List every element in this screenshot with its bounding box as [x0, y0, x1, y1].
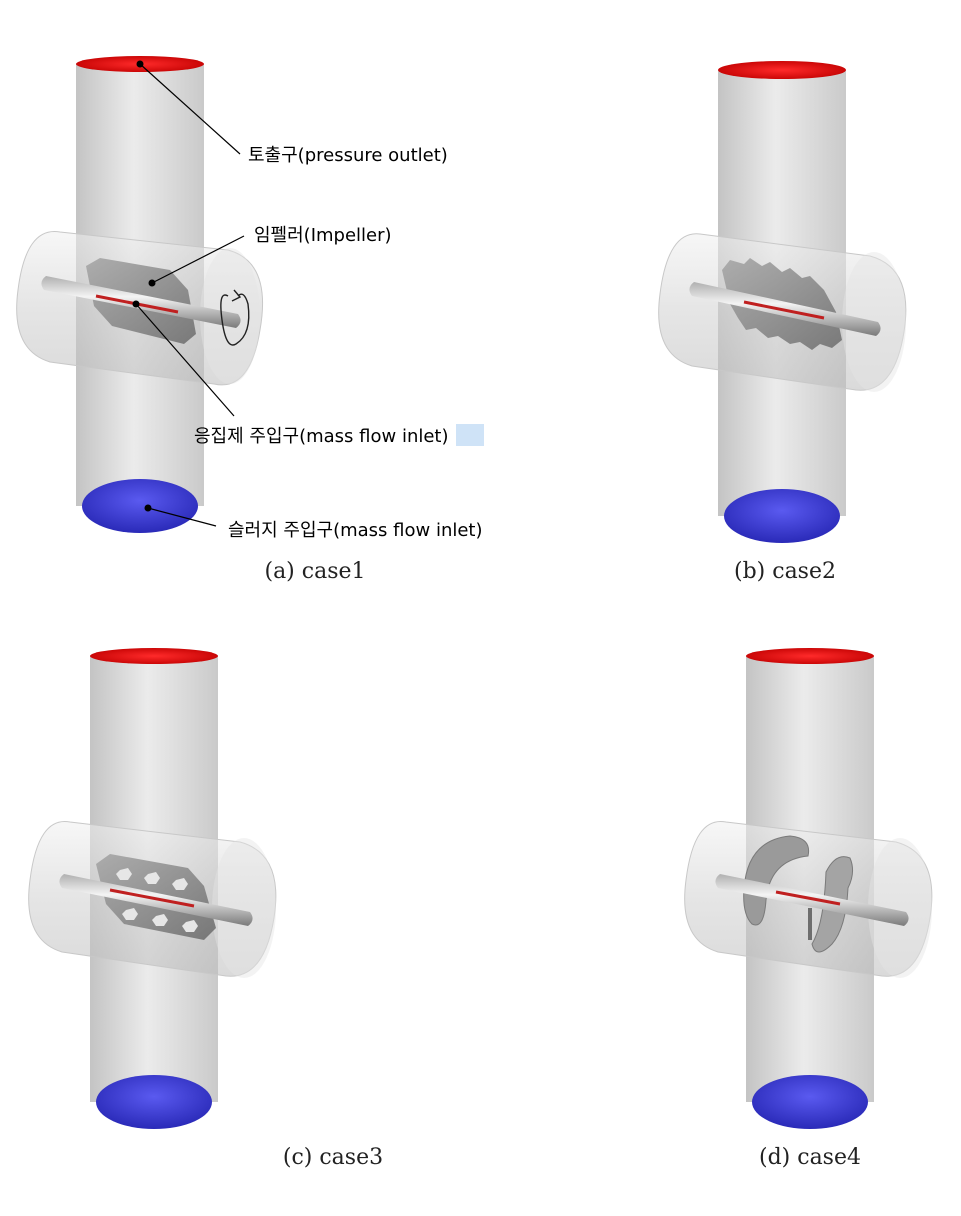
caption-d: (d) case4	[759, 1145, 861, 1170]
panel-case2: (b) case2	[658, 61, 907, 584]
text-selection-highlight	[456, 424, 484, 446]
leader-dot-impeller	[148, 279, 156, 287]
sludge-inlet-cap	[82, 479, 198, 533]
coagulant-line	[743, 300, 825, 320]
panel-case4: (d) case4	[684, 648, 933, 1170]
panel-case1: 토출구(pressure outlet) 임펠러(Impeller) 응집제 주…	[16, 56, 484, 584]
sludge-inlet-cap	[752, 1075, 868, 1129]
sludge-inlet-cap	[724, 489, 840, 543]
helical-blade-left	[743, 835, 810, 926]
label-impeller: 임펠러(Impeller)	[254, 225, 392, 246]
pressure-outlet-cap	[718, 61, 846, 79]
chamber-end-right	[212, 838, 276, 978]
pressure-outlet-cap	[746, 648, 874, 664]
panel-case3: (c) case3	[28, 648, 383, 1170]
leader-outlet	[139, 63, 241, 155]
blade-holes	[116, 868, 198, 932]
rotation-arrowhead	[231, 289, 242, 302]
label-coagulant-inlet: 응집제 주입구(mass flow inlet)	[194, 426, 449, 447]
sludge-inlet-cap	[96, 1075, 212, 1129]
caption-c: (c) case3	[283, 1145, 383, 1170]
coagulant-line	[109, 888, 195, 908]
caption-b: (b) case2	[734, 559, 836, 584]
impeller-shaft	[41, 276, 241, 328]
rotation-arrow	[220, 293, 250, 346]
label-sludge-inlet: 슬러지 주입구(mass flow inlet)	[228, 520, 483, 541]
chamber-end-right	[868, 838, 932, 978]
pressure-outlet-cap	[90, 648, 218, 664]
label-outlet: 토출구(pressure outlet)	[248, 145, 448, 166]
coagulant-line	[775, 890, 841, 906]
leader-dot-outlet	[136, 60, 144, 68]
leader-coagulant	[135, 303, 235, 417]
caption-a: (a) case1	[264, 559, 365, 584]
leader-dot-sludge	[144, 504, 152, 512]
blade-strut	[808, 908, 812, 940]
leader-sludge	[147, 507, 217, 527]
leader-impeller	[151, 235, 245, 284]
leader-dot-coagulant	[132, 300, 140, 308]
